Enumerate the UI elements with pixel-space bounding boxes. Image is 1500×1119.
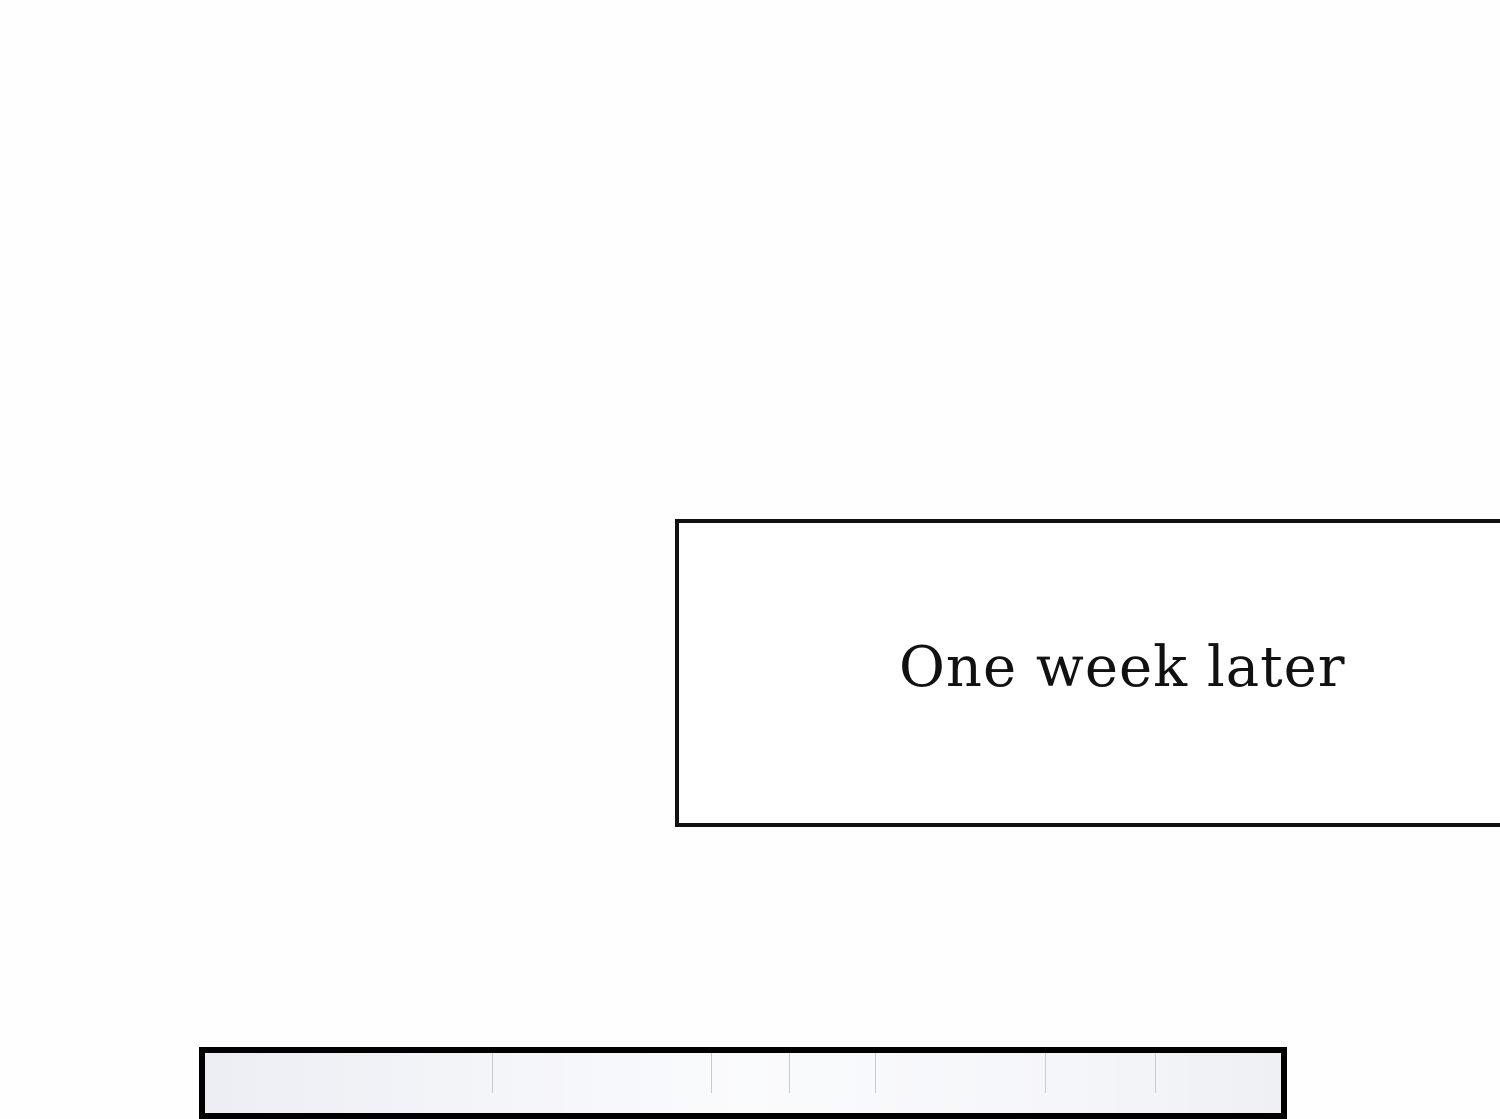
caption-text: One week later (899, 635, 1346, 700)
panel-line (1045, 1053, 1046, 1093)
comic-panel (199, 1047, 1287, 1119)
panel-line (1155, 1053, 1156, 1093)
panel-line (875, 1053, 876, 1093)
panel-line (789, 1053, 790, 1093)
panel-line (492, 1053, 493, 1093)
panel-line (711, 1053, 712, 1093)
caption-box: One week later (675, 519, 1500, 827)
